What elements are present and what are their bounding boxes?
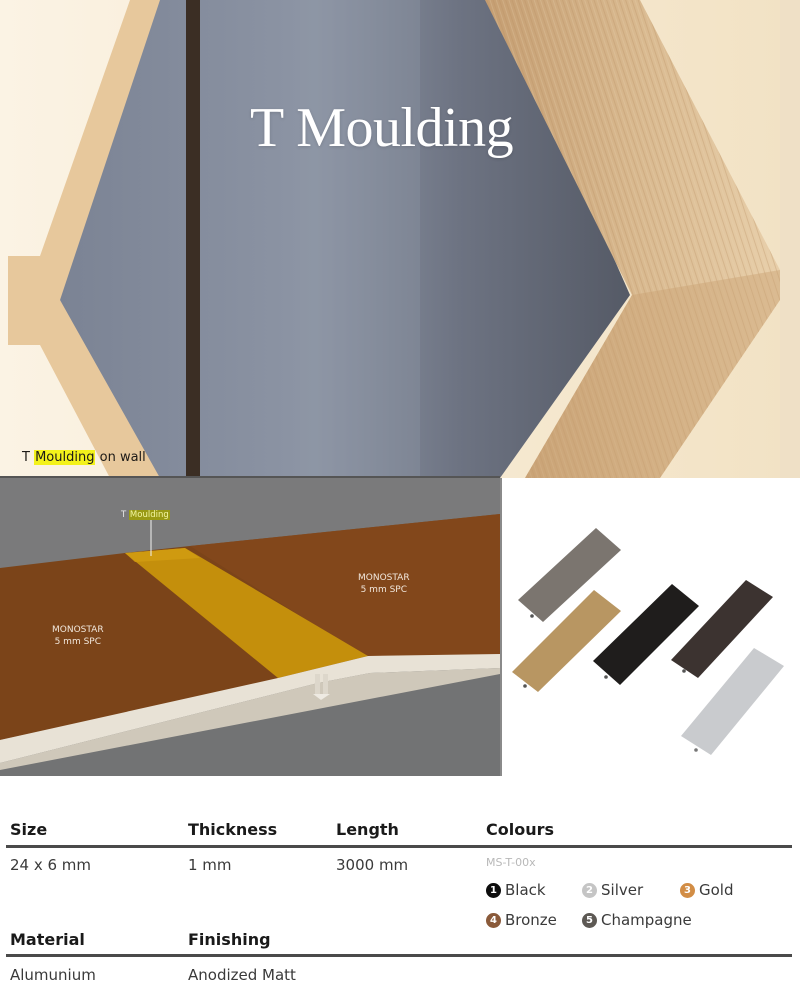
number-badge-icon: 1 [486, 882, 501, 898]
t-moulding-callout: T Moulding [121, 510, 170, 520]
moulding-colour-pieces [500, 478, 784, 776]
wall-hexagon-illustration [0, 0, 800, 478]
caption-suffix: on wall [99, 450, 146, 465]
hero-title: T Moulding [250, 97, 514, 159]
value-thickness: 1 mm [188, 856, 232, 874]
right-floor-label-line2: 5 mm SPC [360, 585, 407, 595]
colour-option-gold: 3 Gold [680, 881, 734, 899]
number-badge-icon: 5 [582, 912, 597, 928]
hero-caption: T Moulding on wall [22, 450, 146, 465]
colour-label: Champagne [601, 911, 692, 929]
hero-wall-image: T Moulding T Moulding on wall [0, 0, 800, 478]
colour-option-silver: 2 Silver [582, 881, 643, 899]
colour-label: Gold [699, 881, 734, 899]
number-badge-icon: 2 [582, 882, 597, 898]
colour-label: Bronze [505, 911, 557, 929]
floor-transition-diagram: T Moulding MONOSTAR 5 mm SPC MONOSTAR 5 … [0, 478, 500, 776]
left-floor-label: MONOSTAR 5 mm SPC [52, 624, 104, 648]
value-size: 24 x 6 mm [10, 856, 92, 874]
colour-samples-image [500, 478, 800, 776]
right-floor-label: MONOSTAR 5 mm SPC [358, 572, 410, 596]
header-thickness: Thickness [188, 820, 278, 839]
header-size: Size [10, 820, 48, 839]
colour-option-black: 1 Black [486, 881, 546, 899]
header-colours: Colours [486, 820, 555, 839]
header-length: Length [336, 820, 399, 839]
callout-highlight: Moulding [128, 510, 170, 520]
colour-option-champagne: 5 Champagne [582, 911, 692, 929]
left-floor-label-line1: MONOSTAR [52, 625, 104, 635]
value-length: 3000 mm [336, 856, 409, 874]
right-floor-label-line1: MONOSTAR [358, 573, 410, 583]
caption-prefix: T [22, 450, 30, 465]
caption-highlight: Moulding [34, 450, 96, 465]
value-finishing: Anodized Matt [188, 966, 296, 984]
header-rule-top [6, 845, 792, 848]
colour-option-bronze: 4 Bronze [486, 911, 557, 929]
specification-table: Size Thickness Length Colours 24 x 6 mm … [0, 776, 800, 1000]
colour-label: Silver [601, 881, 644, 899]
number-badge-icon: 3 [680, 882, 695, 898]
floor-3d-illustration [0, 478, 500, 776]
colour-code: MS-T-00x [486, 856, 536, 869]
header-finishing: Finishing [188, 930, 271, 949]
colour-label: Black [505, 881, 546, 899]
left-floor-label-line2: 5 mm SPC [54, 637, 101, 647]
header-rule-bottom [6, 954, 792, 957]
header-material: Material [10, 930, 85, 949]
value-material: Alumunium [10, 966, 96, 984]
number-badge-icon: 4 [486, 912, 501, 928]
callout-prefix: T [121, 510, 127, 520]
